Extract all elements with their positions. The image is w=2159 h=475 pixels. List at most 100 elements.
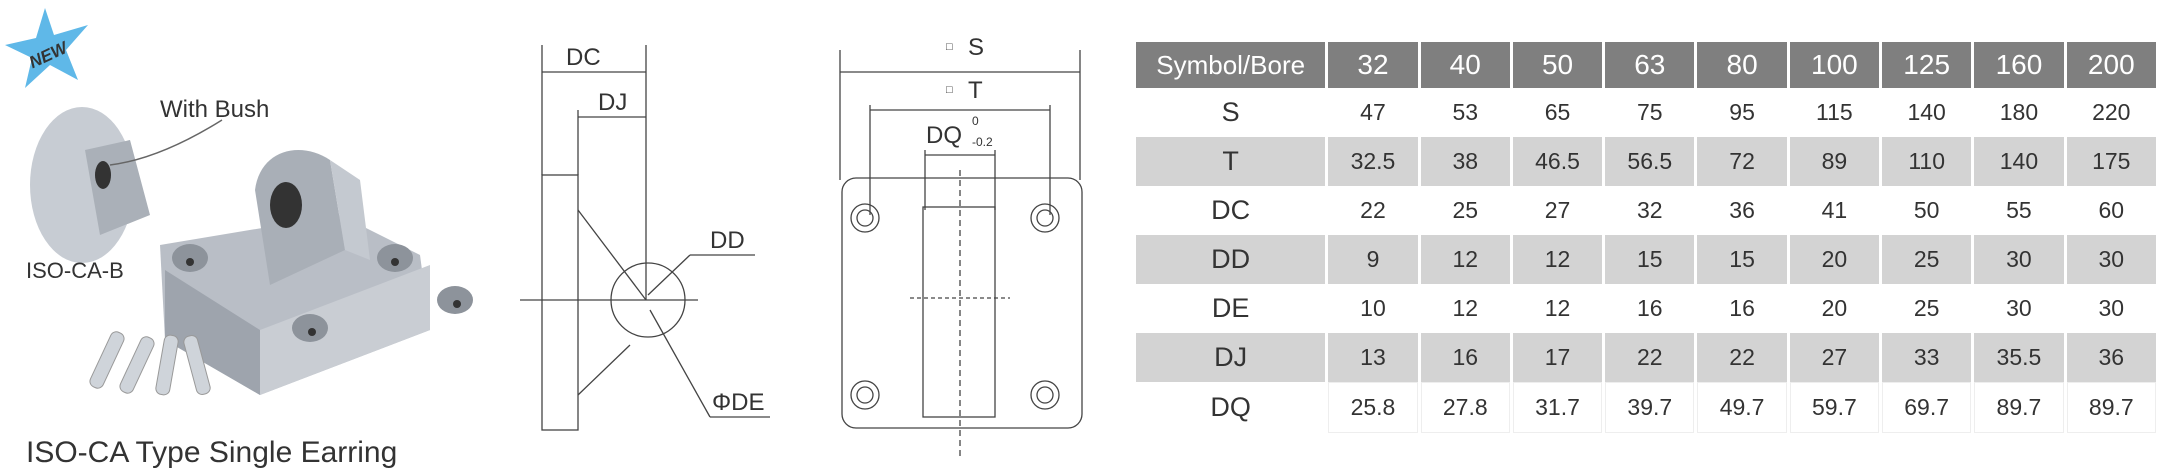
- svg-text:□: □: [946, 41, 953, 53]
- dq-tol-upper: 0: [972, 114, 979, 128]
- table-cell: 39.7: [1605, 382, 1695, 433]
- variant-label: ISO-CA-B: [26, 258, 124, 283]
- table-cell: 220: [2092, 99, 2131, 125]
- header-bore: 40: [1420, 42, 1510, 88]
- table-cell: 46.5: [1512, 137, 1603, 186]
- mounting-holes: [850, 203, 1060, 410]
- header-bore: 125: [1882, 42, 1972, 88]
- bolts: [89, 331, 211, 396]
- dj-label: DJ: [598, 89, 627, 116]
- table-cell: 89: [1789, 137, 1880, 186]
- table-cell: 16: [1420, 333, 1510, 382]
- table-cell: 10: [1360, 295, 1386, 321]
- de-label: ΦDE: [712, 389, 765, 416]
- table-cell: 50: [1913, 197, 1940, 223]
- table-cell: 175: [2066, 137, 2156, 186]
- table-cell: 59.7: [1789, 382, 1880, 433]
- table-cell: 16: [1637, 295, 1663, 321]
- table-cell: 72: [1697, 137, 1787, 186]
- header-bore: 80: [1697, 42, 1787, 88]
- table-cell: 35.5: [1974, 333, 2064, 382]
- table-cell: 13: [1328, 333, 1418, 382]
- table-cell: 55: [2006, 197, 2032, 223]
- table-cell: 12: [1512, 235, 1603, 284]
- table-cell: 30: [2098, 295, 2125, 321]
- table-cell: 65: [1544, 99, 1571, 125]
- header-bore: 200: [2066, 42, 2156, 88]
- table-cell: 27: [1789, 333, 1880, 382]
- row-symbol: S: [1221, 97, 1240, 127]
- header-bore: 160: [1974, 42, 2064, 88]
- table-cell: 20: [1789, 235, 1880, 284]
- table-cell: 22: [1605, 333, 1695, 382]
- table-cell: 17: [1512, 333, 1603, 382]
- table-cell: 49.7: [1697, 382, 1787, 433]
- table-cell: 25: [1913, 295, 1940, 321]
- svg-text:□: □: [946, 84, 953, 96]
- header-bore: 50: [1512, 42, 1603, 88]
- with-bush-label: With Bush: [160, 96, 270, 123]
- row-symbol: DQ: [1210, 392, 1251, 422]
- table-cell: 60: [2098, 197, 2125, 223]
- s-label: S: [968, 34, 984, 61]
- side-view-drawing: DC DJ DD ΦDE: [520, 44, 770, 431]
- table-cell: 20: [1821, 295, 1848, 321]
- table-cell: 15: [1697, 235, 1787, 284]
- earring-photo: [160, 150, 473, 395]
- dq-label: DQ: [926, 122, 962, 149]
- table-cell: 30: [1974, 235, 2064, 284]
- table-cell: 53: [1452, 99, 1479, 125]
- table-cell: 30: [2006, 295, 2032, 321]
- dc-label: DC: [566, 44, 601, 71]
- table-cell: 27: [1544, 197, 1571, 223]
- table-cell: 15: [1605, 235, 1695, 284]
- product-illustration: NEW: [5, 8, 473, 396]
- table-cell: 22: [1360, 197, 1386, 223]
- header-bore: 63: [1605, 42, 1695, 88]
- table-cell: 9: [1328, 235, 1418, 284]
- table-cell: 115: [1816, 99, 1853, 125]
- table-cell: 47: [1360, 99, 1386, 125]
- row-symbol: DJ: [1136, 333, 1326, 382]
- table-cell: 180: [1999, 99, 2039, 125]
- table-cell: 41: [1821, 197, 1848, 223]
- dq-tol-lower: -0.2: [972, 135, 993, 149]
- table-cell: 30: [2066, 235, 2156, 284]
- row-symbol: DD: [1136, 235, 1326, 284]
- header-bore: 32: [1328, 42, 1418, 88]
- row-symbol: T: [1136, 137, 1326, 186]
- table-cell: 25: [1882, 235, 1972, 284]
- header-bore: 100: [1789, 42, 1880, 88]
- new-badge: NEW: [5, 8, 88, 88]
- table-cell: 75: [1637, 99, 1663, 125]
- table-cell: 12: [1544, 295, 1571, 321]
- table-cell: 36: [2066, 333, 2156, 382]
- table-cell: 27.8: [1420, 382, 1510, 433]
- table-cell: 69.7: [1882, 382, 1972, 433]
- table-cell: 31.7: [1512, 382, 1603, 433]
- table-cell: 33: [1882, 333, 1972, 382]
- row-symbol: DC: [1211, 195, 1251, 225]
- table-cell: 32.5: [1328, 137, 1418, 186]
- table-cell: 38: [1420, 137, 1510, 186]
- table-cell: 12: [1420, 235, 1510, 284]
- table-cell: 140: [1974, 137, 2064, 186]
- table-cell: 140: [1907, 99, 1946, 125]
- table-cell: 89.7: [1974, 382, 2064, 433]
- t-label: T: [968, 77, 983, 104]
- table-cell: 56.5: [1605, 137, 1695, 186]
- front-view-drawing: □ S □ T DQ 0 -0.2: [839, 34, 1083, 460]
- table-cell: 32: [1637, 197, 1663, 223]
- table-cell: 36: [1729, 197, 1755, 223]
- table-cell: 110: [1882, 137, 1972, 186]
- table-cell: 12: [1452, 295, 1479, 321]
